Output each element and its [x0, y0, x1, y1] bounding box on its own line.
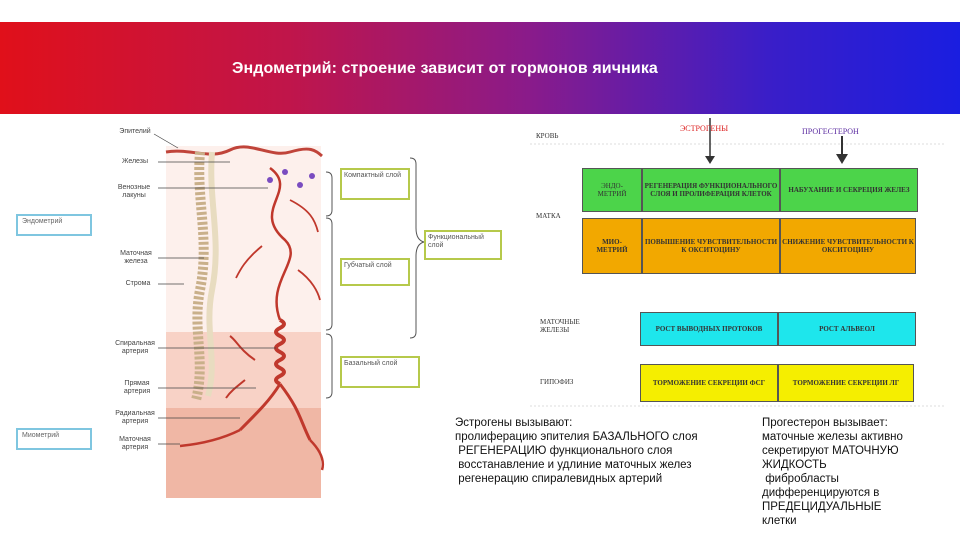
label-straight-artery: Прямая артерия [123, 380, 151, 395]
caption-line: ЖИДКОСТЬ [762, 459, 827, 471]
cell-endometrium-label: ЭНДО- МЕТРИЙ [582, 168, 642, 212]
cell-endometrium-estrogen: РЕГЕНЕРАЦИЯ ФУНКЦИОНАЛЬНОГО СЛОЯ И ПРОЛИ… [642, 168, 780, 212]
row-blood: КРОВЬ [536, 132, 559, 140]
label-epithelium: Эпителий [119, 128, 151, 135]
row-uterus: МАТКА [536, 212, 561, 220]
layer-basal: Базальный слой [340, 356, 420, 388]
title-banner [0, 22, 960, 114]
label-venous-lacunae: Венозные лакуны [117, 184, 151, 199]
row-uterine-glands: МАТОЧНЫЕ ЖЕЛЕЗЫ [540, 318, 580, 334]
side-label-myometrium: Миометрий [16, 428, 92, 450]
layer-functional: Функциональный слой [424, 230, 502, 260]
row-pituitary: ГИПОФИЗ [540, 378, 574, 386]
caption-line: секретируют МАТОЧНУЮ [762, 445, 899, 457]
caption-line: Прогестерон вызывает: [762, 417, 888, 429]
caption-line: РЕГЕНЕРАЦИЮ функционального слоя [455, 445, 673, 457]
label-uterine-artery: Маточная артерия [119, 436, 151, 451]
progesterone-caption: Прогестерон вызывает: маточные железы ак… [762, 416, 952, 528]
label-stroma: Строма [125, 280, 151, 287]
cell-endometrium-progesterone: НАБУХАНИЕ И СЕКРЕЦИЯ ЖЕЛЕЗ [780, 168, 918, 212]
caption-line: ПРЕДЕЦИДУАЛЬНЫЕ [762, 501, 882, 513]
label-spiral-artery: Спиральная артерия [115, 340, 155, 355]
cell-pituitary-estrogen: ТОРМОЖЕНИЕ СЕКРЕЦИИ ФСГ [640, 364, 778, 402]
label-glands: Железы [121, 158, 149, 165]
cell-glands-estrogen: РОСТ ВЫВОДНЫХ ПРОТОКОВ [640, 312, 778, 346]
caption-line: дифференцируются в [762, 487, 880, 499]
cell-myometrium-progesterone: СНИЖЕНИЕ ЧУВСТВИТЕЛЬНОСТИ К ОКСИТОЦИНУ [780, 218, 916, 274]
caption-line: пролиферацию эпителия БАЗАЛЬНОГО слоя [455, 431, 698, 443]
myometrium-zone [166, 408, 321, 498]
side-label-endometrium: Эндометрий [16, 214, 92, 236]
functional-zone [166, 146, 321, 332]
slide-title: Эндометрий: строение зависит от гормонов… [232, 60, 658, 77]
estrogen-caption: Эстрогены вызывают: пролиферацию эпители… [455, 416, 755, 486]
label-uterine-gland: Маточная железа [120, 250, 152, 265]
caption-line: маточные железы активно [762, 431, 903, 443]
basal-zone [166, 332, 321, 408]
progesterone-label: ПРОГЕСТЕРОН [802, 127, 859, 136]
label-radial-artery: Радиальная артерия [115, 410, 155, 425]
layer-spongy: Губчатый слой [340, 258, 410, 286]
caption-line: регенерацию спиралевидных артерий [455, 473, 663, 485]
cell-pituitary-progesterone: ТОРМОЖЕНИЕ СЕКРЕЦИИ ЛГ [778, 364, 914, 402]
caption-line: клетки [762, 515, 797, 527]
cell-myometrium-label: МИО- МЕТРИЙ [582, 218, 642, 274]
cell-glands-progesterone: РОСТ АЛЬВЕОЛ [778, 312, 916, 346]
caption-line: фибробласты [762, 473, 839, 485]
layer-compact: Компактный слой [340, 168, 410, 200]
estrogens-label: ЭСТРОГЕНЫ [680, 124, 729, 133]
caption-line: Эстрогены вызывают: [455, 417, 573, 429]
caption-line: восстанавление и удлиние маточных желез [455, 459, 692, 471]
cell-myometrium-estrogen: ПОВЫШЕНИЕ ЧУВСТВИТЕЛЬНОСТИ К ОКСИТОЦИНУ [642, 218, 780, 274]
